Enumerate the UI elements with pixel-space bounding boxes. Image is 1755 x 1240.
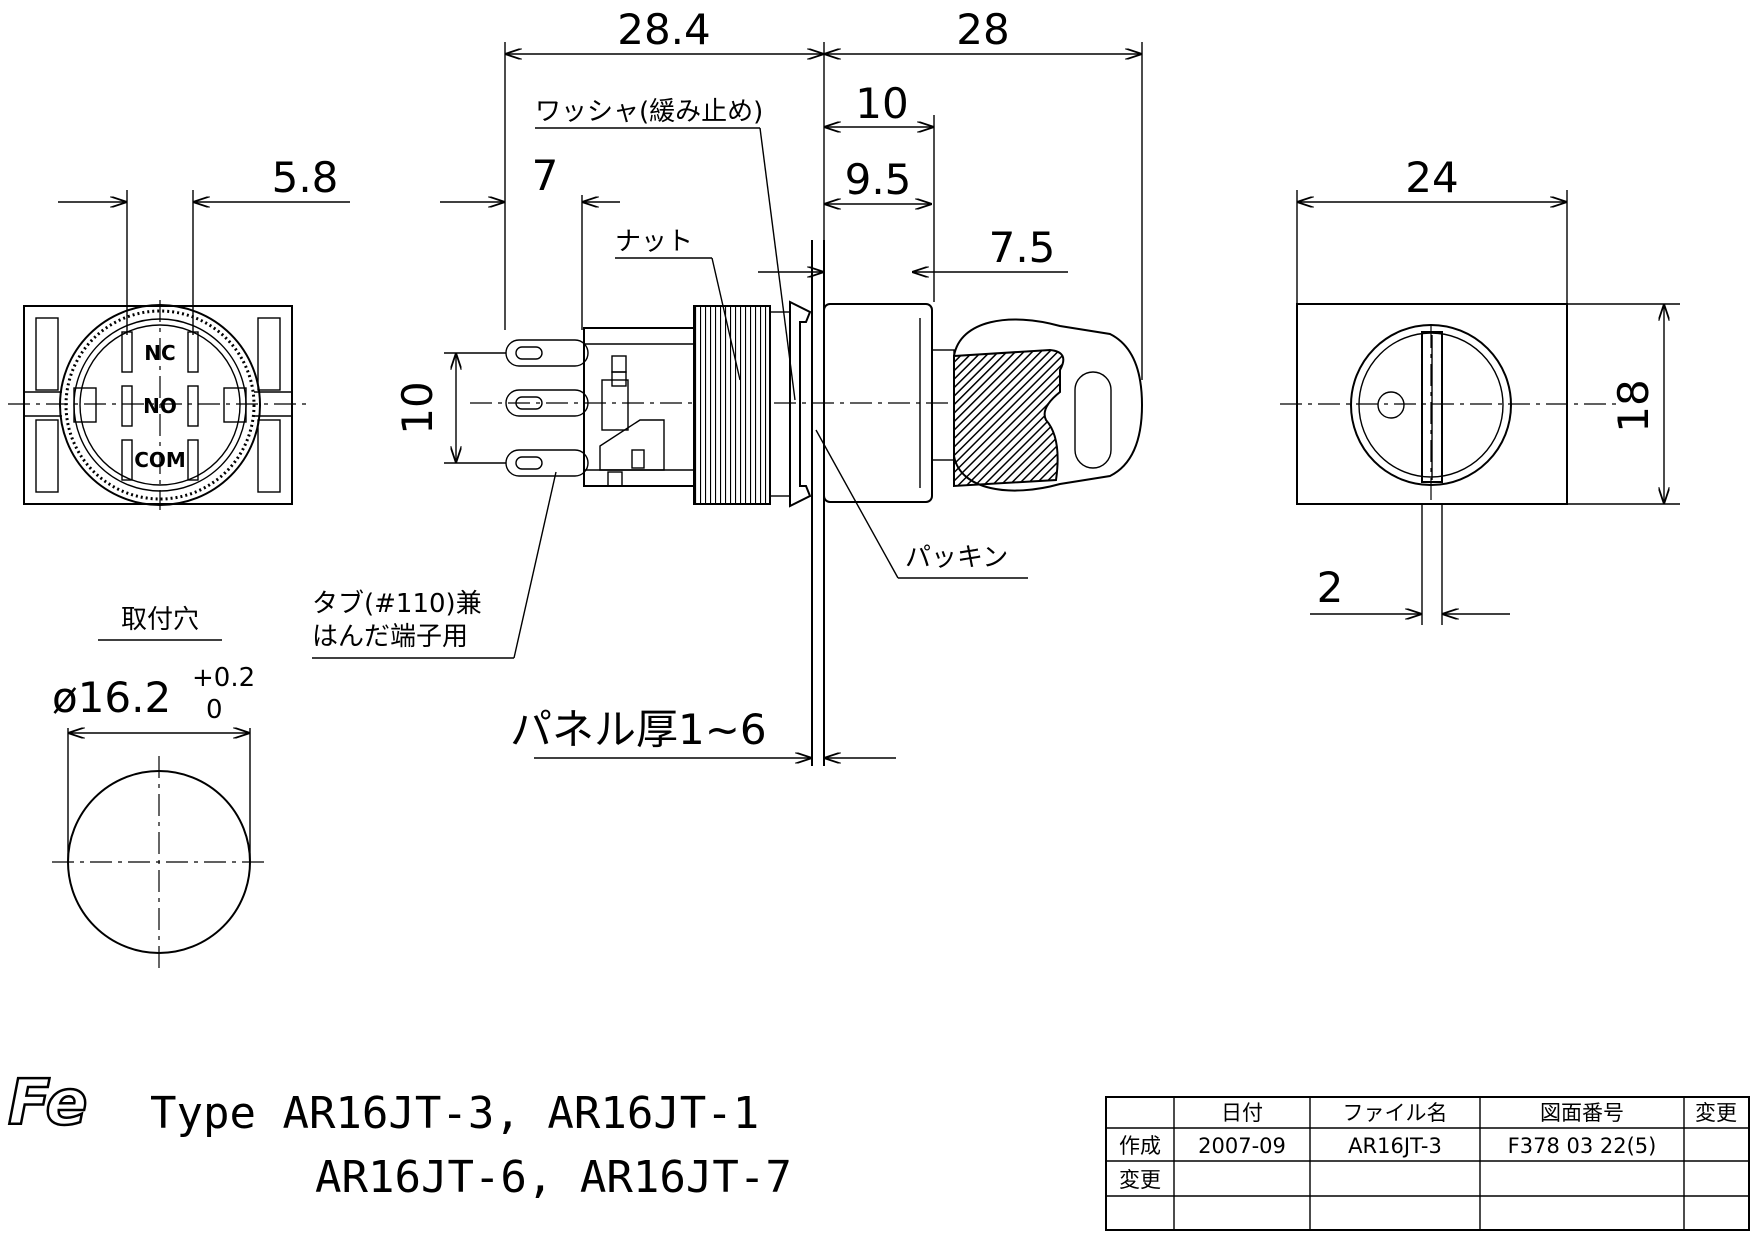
- hole-tolerance-plus: +0.2: [192, 663, 255, 693]
- rear-view: NC NO COM 5.8: [8, 153, 350, 510]
- hole-title: 取付穴: [121, 605, 199, 635]
- label-washer: ワッシャ(緩み止め): [535, 97, 763, 127]
- hole-tolerance-minus: 0: [206, 695, 223, 725]
- side-view: 28.4 28 10 9.5 7.5 7 10 ワッシャ(緩み止め) ナット: [312, 5, 1144, 766]
- terminal-tab: [505, 339, 589, 367]
- dim-pin-offset: 5.8: [272, 153, 339, 202]
- label-tab-line2: はんだ端子用: [312, 622, 468, 652]
- tb-row1-drawing-no: F378 03 22(5): [1508, 1134, 1657, 1158]
- logo-text: Fe: [8, 1066, 88, 1139]
- tb-header-drawing-no: 図面番号: [1540, 1101, 1624, 1125]
- type-line-1: Type AR16JT-3, AR16JT-1: [150, 1088, 759, 1139]
- nut: [693, 305, 771, 505]
- hole-diameter: ø16.2: [52, 673, 171, 722]
- key-ring-hole: [1074, 371, 1112, 469]
- tb-header-change: 変更: [1695, 1101, 1737, 1125]
- dim-overall-body: 28.4: [617, 5, 711, 54]
- label-panel-thickness: パネル厚1~6: [510, 705, 767, 754]
- washer: [789, 300, 812, 508]
- type-line-2: AR16JT-6, AR16JT-7: [315, 1152, 792, 1203]
- tb-row1-date: 2007-09: [1198, 1134, 1286, 1158]
- tb-header-date: 日付: [1221, 1101, 1263, 1125]
- label-tab-line1: タブ(#110)兼: [312, 589, 482, 619]
- dim-washer-face: 10: [855, 79, 908, 128]
- label-nut: ナット: [615, 227, 693, 257]
- mounting-hole-detail: 取付穴 ø16.2 +0.2 0: [52, 605, 266, 968]
- front-body: [1296, 303, 1568, 505]
- dim-key-length: 28: [956, 5, 1009, 54]
- dim-front-width: 24: [1405, 153, 1458, 202]
- front-view: 24 18 2: [1280, 153, 1680, 625]
- dim-front-height: 18: [1609, 379, 1658, 432]
- manufacturer-logo: Fe: [7, 1065, 89, 1141]
- label-packing: パッキン: [905, 543, 1008, 573]
- tb-row1-label: 作成: [1119, 1134, 1161, 1158]
- dim-tab-length: 7: [532, 151, 559, 200]
- dim-key-offset: 7.5: [989, 223, 1056, 272]
- dim-bezel-depth: 9.5: [845, 155, 912, 204]
- tb-header-file: ファイル名: [1343, 1101, 1448, 1125]
- key-slot: [1421, 331, 1443, 483]
- key-hole: [1377, 391, 1405, 419]
- dim-tab-pitch: 10: [393, 381, 442, 434]
- key-grip: [953, 348, 1065, 488]
- title-block: 日付 ファイル名 図面番号 変更 作成 2007-09 AR16JT-3 F37…: [1105, 1096, 1750, 1231]
- dim-slot-width: 2: [1317, 563, 1344, 612]
- tb-row1-file: AR16JT-3: [1348, 1134, 1442, 1158]
- tb-row2-label: 変更: [1119, 1168, 1161, 1192]
